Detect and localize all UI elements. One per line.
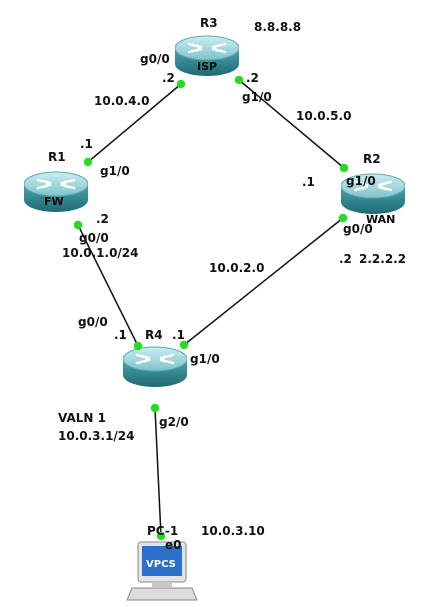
r2-iface-to-r3: g1/0 (346, 174, 376, 188)
link-r3-r1[interactable] (87, 83, 182, 163)
device-name-r2: R2 (363, 152, 381, 166)
router-icon[interactable] (123, 345, 187, 389)
r3-ip: 8.8.8.8 (254, 20, 301, 34)
port-r1-g0-0[interactable] (73, 220, 83, 230)
r2-ip: 2.2.2.2 (359, 252, 406, 266)
r4-host-to-r2: .1 (172, 328, 185, 342)
r2-host-to-r4: .2 (339, 252, 352, 266)
device-label-r2: WAN (366, 213, 395, 226)
links (77, 79, 345, 537)
r1-host-to-r3: .1 (80, 137, 93, 151)
network-label-r3-r2: 10.0.5.0 (296, 109, 351, 123)
device-name-r1: R1 (48, 150, 66, 164)
r3-iface-to-r1: g0/0 (140, 52, 170, 66)
port-r3-g0-0[interactable] (176, 79, 186, 89)
link-r4-pc[interactable] (154, 407, 162, 537)
port-pc-e0[interactable] (156, 531, 166, 541)
r2-host-to-r3: .1 (302, 175, 315, 189)
device-name-r4: R4 (145, 328, 163, 342)
port-r2-g0-0[interactable] (338, 213, 348, 223)
network-label-r2-r4: 10.0.2.0 (209, 261, 264, 275)
network-label-r3-r1: 10.0.4.0 (94, 94, 149, 108)
pc1-ip: 10.0.3.10 (201, 524, 265, 538)
port-r2-g1-0[interactable] (339, 163, 349, 173)
r4-host-to-r1: .1 (114, 328, 127, 342)
r3-host-to-r1: .2 (162, 71, 175, 85)
r3-host-to-r2: .2 (246, 71, 259, 85)
r1-iface-to-r3: g1/0 (100, 164, 130, 178)
device-label-r1: FW (44, 195, 64, 208)
r3-iface-to-r2: g1/0 (242, 90, 272, 104)
r4-iface-to-r2: g1/0 (190, 352, 220, 366)
vlan-name: VALN 1 (58, 411, 106, 425)
device-label-r3: ISP (197, 60, 217, 73)
r1-iface-to-r4: g0/0 (79, 231, 109, 245)
link-r2-r4[interactable] (183, 217, 344, 346)
router-r1[interactable]: FW (24, 170, 88, 214)
r4-iface-to-pc: g2/0 (159, 415, 189, 429)
r1-host-to-r4: .2 (96, 212, 109, 226)
port-r4-g1-0[interactable] (179, 340, 189, 350)
vpcs-computer-icon[interactable] (126, 541, 198, 601)
network-label-r1-r4: 10.0.1.0/24 (62, 246, 139, 260)
device-name-r3: R3 (200, 16, 218, 30)
router-r3[interactable]: ISP (175, 34, 239, 78)
link-r1-r4[interactable] (77, 224, 139, 347)
router-r4[interactable] (123, 345, 187, 389)
device-label-pc1: VPCS (146, 559, 176, 570)
vlan-gateway: 10.0.3.1/24 (58, 429, 135, 443)
router-r2[interactable]: WAN (341, 172, 405, 226)
port-r3-g1-0[interactable] (234, 75, 244, 85)
port-r1-g1-0[interactable] (83, 157, 93, 167)
link-r3-r2[interactable] (238, 79, 345, 169)
port-r4-g2-0[interactable] (150, 403, 160, 413)
ports (73, 75, 349, 541)
port-r4-g0-0[interactable] (133, 341, 143, 351)
pc-iface: e0 (165, 538, 182, 552)
device-name-pc1: PC-1 (147, 524, 178, 538)
r2-iface-to-r4: g0/0 (343, 222, 373, 236)
r4-iface-to-r1: g0/0 (78, 315, 108, 329)
pc-1[interactable]: VPCS (126, 541, 198, 601)
